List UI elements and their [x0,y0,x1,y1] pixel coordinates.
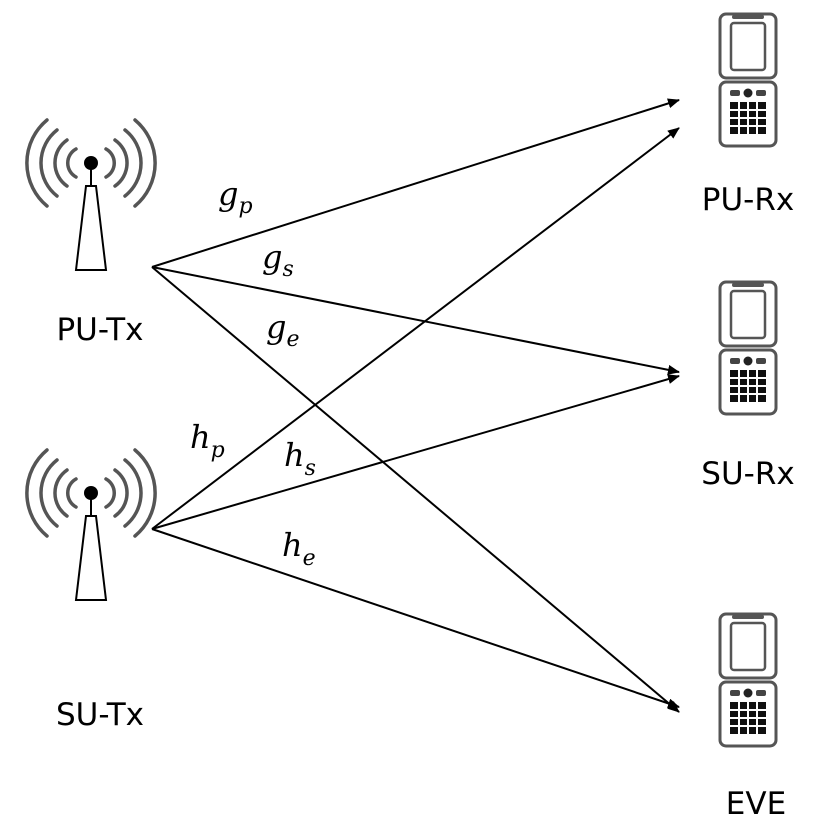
su-rx-label: SU-Rx [701,456,794,492]
link-he [151,528,680,709]
channel-label-gs: gs [262,238,294,282]
su-rx-phone-icon [718,280,778,416]
pu-rx-phone-icon [718,12,778,148]
pu-tx-antenna-icon [25,118,157,272]
link-hs [151,374,680,530]
channel-label-gp: gp [218,175,253,219]
channel-label-hp: hp [190,418,225,463]
pu-tx-label: PU-Tx [56,312,143,348]
su-tx-label: SU-Tx [56,697,144,733]
eve-label: EVE [726,786,786,822]
channel-label-he: he [282,526,316,571]
pu-rx-label: PU-Rx [702,182,794,218]
link-ge [151,266,680,713]
link-gs [151,266,680,375]
channel-label-ge: ge [266,308,300,352]
eve-phone-icon [718,612,778,748]
su-tx-antenna-icon [25,448,157,602]
link-hp [151,127,680,530]
link-gp [151,98,680,268]
channel-label-hs: hs [284,436,316,481]
